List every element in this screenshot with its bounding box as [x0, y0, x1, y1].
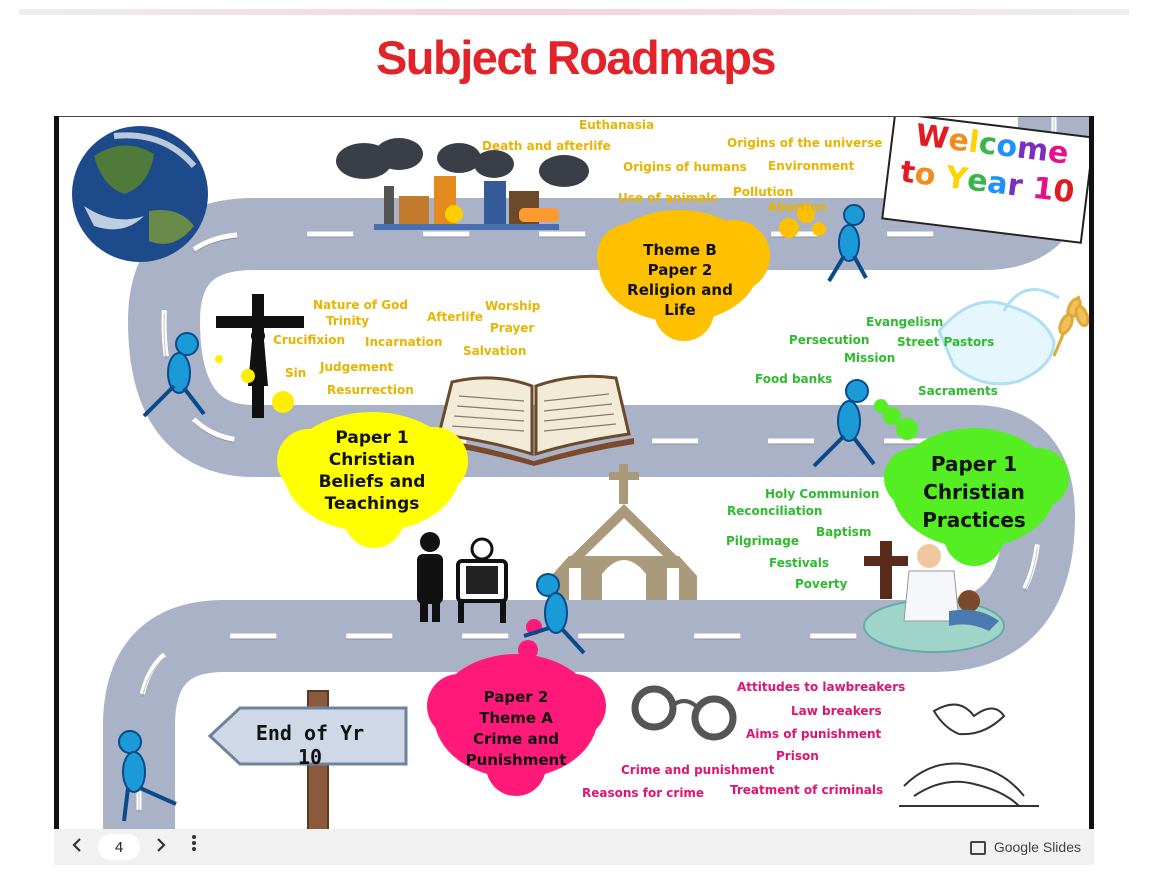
topic-label: Poverty	[795, 577, 848, 591]
cloud-paper1-beliefs-text: Paper 1 Christian Beliefs and Teachings	[292, 427, 452, 515]
signpost-icon	[207, 690, 408, 829]
topic-label: Street Pastors	[897, 335, 995, 349]
welcome-letter: W	[913, 118, 951, 157]
brand-label: Google Slides	[993, 839, 1081, 855]
bible-icon	[434, 374, 634, 466]
welcome-letter: 0	[1051, 172, 1077, 210]
topic-label: Sacraments	[918, 384, 998, 398]
topic-label: Death and afterlife	[482, 139, 611, 153]
cloud-line: Life	[664, 301, 696, 319]
cloud-line: Crime and	[472, 730, 560, 748]
topic-label: Sin	[285, 366, 307, 380]
topic-label: Aims of punishment	[746, 727, 882, 741]
cloud-line: Christian	[923, 480, 1025, 504]
cloud-line: Paper 2	[647, 261, 713, 279]
welcome-letter: e	[1046, 134, 1071, 172]
cloud-line: Beliefs and	[318, 472, 426, 492]
topic-label: Environment	[768, 159, 855, 173]
wheat-icon	[1052, 295, 1090, 357]
topic-label: Persecution	[789, 333, 870, 347]
top-divider	[19, 9, 1129, 15]
topic-label: Euthanasia	[579, 118, 655, 132]
topic-label: Evangelism	[866, 315, 944, 329]
slide-number-input[interactable]	[98, 834, 140, 860]
cloud-theme-b	[597, 205, 826, 341]
cloud-line: Christian	[328, 450, 416, 470]
runner-icon	[142, 332, 206, 418]
slides-controls-bar: Google Slides	[54, 829, 1094, 865]
topic-label: Crucifixion	[273, 333, 346, 347]
topic-label: Prayer	[490, 321, 535, 335]
topic-label: Nature of God	[313, 298, 408, 312]
topic-label: Salvation	[463, 344, 527, 358]
electric-chair-icon	[417, 532, 508, 623]
runner-icon	[523, 573, 586, 655]
yellow-dots	[215, 355, 294, 413]
earth-icon	[72, 126, 208, 262]
cloud-line: Teachings	[324, 494, 420, 514]
cloud-line: Punishment	[465, 751, 567, 769]
page-title: Subject Roadmaps	[375, 31, 777, 84]
slide-border	[54, 116, 1094, 117]
church-icon	[551, 464, 697, 600]
topic-label: Worship	[485, 299, 541, 313]
google-slides-link[interactable]: Google Slides	[969, 829, 1081, 865]
cloud-line: Practices	[922, 508, 1026, 532]
end-of-year-sign: End of Yr 10	[255, 721, 365, 769]
dove-hands-icon	[899, 703, 1039, 807]
dove-icon	[937, 288, 1060, 386]
cloud-paper1-practices	[874, 399, 1069, 566]
cloud-paper2-crime	[427, 619, 606, 796]
crucifix-icon	[216, 294, 304, 418]
chevron-left-icon[interactable]	[60, 829, 94, 865]
topic-label: Mission	[844, 351, 896, 365]
more-vertical-icon[interactable]	[177, 829, 211, 865]
topic-label: Afterlife	[427, 310, 483, 324]
welcome-letter: m	[1015, 130, 1051, 170]
handcuffs-icon	[631, 685, 737, 741]
embedded-slide: Welcome to Year 10 Theme B Paper 2 Relig…	[54, 116, 1094, 829]
cloud-line: Theme B	[643, 241, 717, 259]
cloud-paper2-crime-text: Paper 2 Theme A Crime and Punishment	[446, 687, 586, 771]
topic-label: Prison	[776, 749, 819, 763]
topic-label: Reconciliation	[727, 504, 823, 518]
topic-label: Holy Communion	[765, 487, 880, 501]
topic-label: Abortion	[768, 200, 827, 214]
cloud-paper1-beliefs	[277, 412, 468, 548]
topic-label: Festivals	[769, 556, 830, 570]
topic-label: Baptism	[816, 525, 872, 539]
cloud-line: Paper 1	[930, 452, 1018, 476]
topic-label: Attitudes to lawbreakers	[737, 680, 906, 694]
topic-label: Law breakers	[791, 704, 882, 718]
runner-icon	[827, 204, 868, 283]
topic-label: Origins of the universe	[727, 136, 883, 150]
baptism-icon	[863, 541, 1005, 653]
topic-label: Trinity	[326, 314, 370, 328]
slides-logo-icon	[969, 841, 986, 855]
topic-label: Origins of humans	[623, 160, 747, 174]
topic-label: Crime and punishment	[621, 763, 775, 777]
topic-label: Incarnation	[365, 335, 443, 349]
runner-icon	[812, 379, 876, 468]
topic-label: Food banks	[755, 372, 833, 386]
cloud-line: Theme A	[479, 709, 553, 727]
topic-label: Reasons for crime	[582, 786, 705, 800]
topic-label: Pilgrimage	[726, 534, 799, 548]
slide-border	[1089, 116, 1094, 829]
topic-label: Treatment of criminals	[730, 783, 884, 797]
topic-label: Use of animals	[618, 191, 718, 205]
topic-label: Resurrection	[327, 383, 414, 397]
cloud-line: Paper 1	[335, 428, 409, 448]
chevron-right-icon[interactable]	[144, 829, 178, 865]
topic-label: Pollution	[733, 185, 794, 199]
cloud-line: Religion and	[627, 281, 733, 299]
pollution-city-icon	[336, 138, 589, 230]
cloud-theme-b-text: Theme B Paper 2 Religion and Life	[610, 240, 750, 320]
runner-icon	[118, 730, 177, 822]
slide-border	[54, 116, 59, 829]
cloud-paper1-practices-text: Paper 1 Christian Practices	[900, 450, 1048, 534]
topic-label: Judgement	[320, 360, 394, 374]
cloud-line: Paper 2	[483, 688, 549, 706]
roadmap-illustration	[72, 116, 1090, 829]
